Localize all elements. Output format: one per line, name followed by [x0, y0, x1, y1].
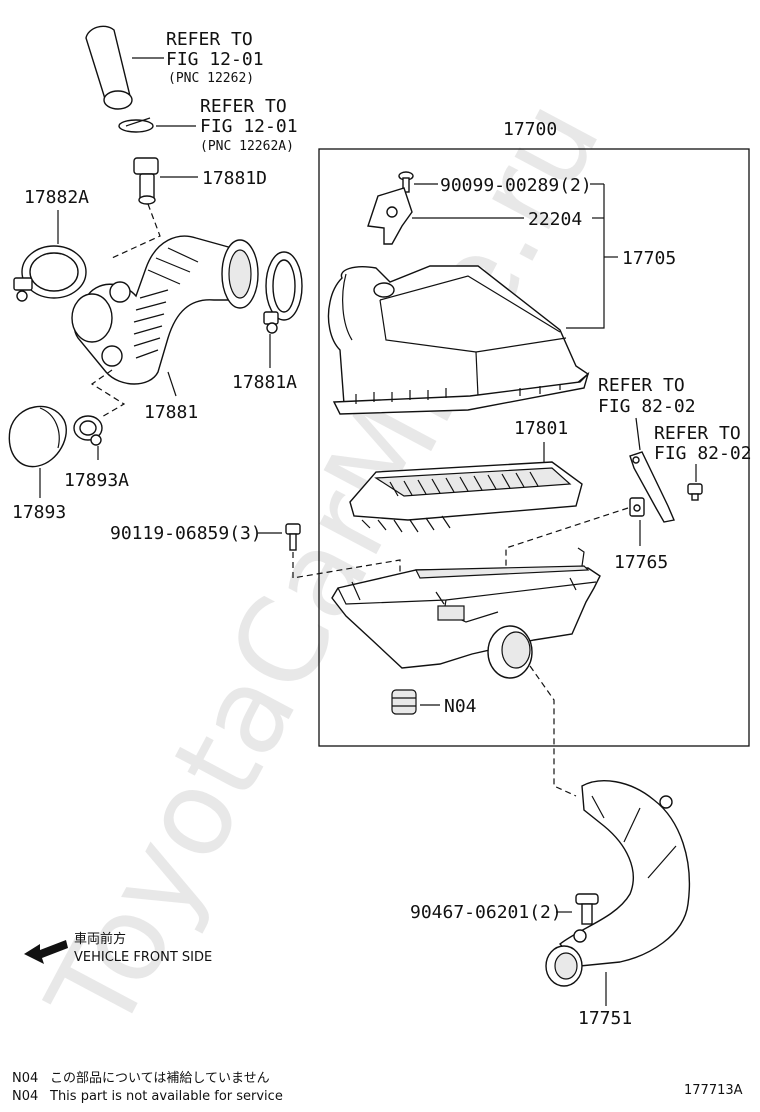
bracket-82-02: [629, 451, 675, 523]
clip-17765: [629, 497, 645, 517]
ref-fig-82-02-b-line1: REFER TO: [654, 423, 741, 444]
connector-17881d: [133, 157, 159, 205]
ref-fig-12-01-a-line3: (PNC 12262): [168, 71, 254, 86]
part-label-22204: 22204: [528, 209, 582, 230]
ref-fig-82-02-b-line2: FIG 82-02: [654, 443, 752, 464]
part-label-17801: 17801: [514, 418, 568, 439]
ref-fig-82-02-a-line2: FIG 82-02: [598, 396, 696, 417]
note-text-1: この部品については補給していません: [50, 1071, 270, 1086]
sensor-22204: [367, 187, 413, 245]
part-label-17893: 17893: [12, 502, 66, 523]
part-label-17893A: 17893A: [64, 470, 129, 491]
part-label-17881D: 17881D: [202, 168, 267, 189]
ref-fig-12-01-b-line3: (PNC 12262A): [200, 139, 294, 154]
clamp-17882a: [13, 245, 87, 302]
filter-element-17801: [349, 461, 583, 533]
ref-fig-12-01-b-line1: REFER TO: [200, 96, 287, 117]
duct-17751: [545, 780, 691, 987]
clip-12262a: [118, 117, 154, 133]
clamp-17881a: [263, 251, 303, 334]
assembly-17700-frame: [318, 148, 750, 747]
clamp-17893a: [73, 415, 103, 446]
ref-fig-12-01-a-line1: REFER TO: [166, 29, 253, 50]
part-label-17751: 17751: [578, 1008, 632, 1029]
seal-17893: [8, 405, 67, 468]
front-marker-en: VEHICLE FRONT SIDE: [74, 950, 212, 965]
part-label-17705: 17705: [622, 248, 676, 269]
clip-90467: [575, 893, 599, 925]
part-label-17881A: 17881A: [232, 372, 297, 393]
part-label-90467: 90467-06201(2): [410, 902, 562, 923]
cleaner-case-lower: [331, 547, 601, 679]
bolt-90119: [285, 523, 301, 551]
intake-hose-17881: [71, 235, 259, 385]
hose-12262: [85, 25, 133, 110]
note-text-2: This part is not available for service: [49, 1089, 283, 1104]
bolt-82-02: [687, 483, 703, 501]
part-label-90119: 90119-06859(3): [110, 523, 262, 544]
cleaner-cover-17705: [327, 265, 590, 415]
part-label-90099: 90099-00289(2): [440, 175, 592, 196]
part-label-17882A: 17882A: [24, 187, 89, 208]
note-code-1: N04: [12, 1071, 38, 1086]
diagram-id: 177713A: [684, 1083, 743, 1098]
part-label-17765: 17765: [614, 552, 668, 573]
front-marker-jp: 車両前方: [74, 931, 126, 947]
part-label-N04: N04: [444, 696, 477, 717]
part-label-17700: 17700: [503, 119, 557, 140]
part-label-17881: 17881: [144, 402, 198, 423]
ref-fig-82-02-a-line1: REFER TO: [598, 375, 685, 396]
ref-fig-12-01-b-line2: FIG 12-01: [200, 116, 298, 137]
ref-fig-12-01-a-line2: FIG 12-01: [166, 49, 264, 70]
grommet-N04: [391, 689, 417, 715]
front-arrow-icon: [24, 940, 68, 964]
note-code-2: N04: [12, 1089, 38, 1104]
